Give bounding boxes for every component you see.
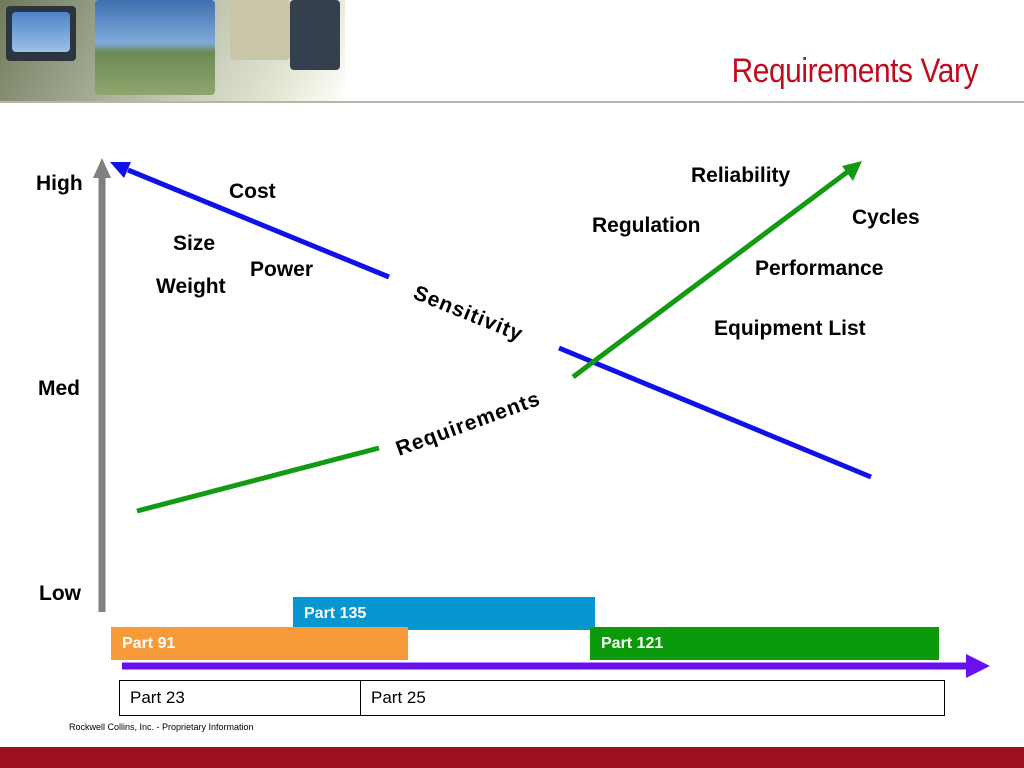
part-135-bar: Part 135 xyxy=(293,597,595,630)
factor-power: Power xyxy=(250,258,314,281)
part-121-bar: Part 121 xyxy=(590,627,939,660)
requirements-line-lower xyxy=(136,445,380,514)
sensitivity-label: Sensitivity xyxy=(410,281,526,346)
header-divider xyxy=(0,101,1024,103)
factor-cost: Cost xyxy=(229,180,276,203)
part-23-label: Part 23 xyxy=(130,688,185,707)
sensitivity-arrowhead xyxy=(110,162,131,178)
factor-size: Size xyxy=(173,232,216,255)
footer-bar xyxy=(0,747,1024,768)
part-25-cell: Part 25 xyxy=(361,681,944,715)
timeline-arrowhead xyxy=(966,654,990,678)
sensitivity-line-upper xyxy=(127,167,390,280)
part-91-label: Part 91 xyxy=(122,634,176,652)
factor-cycles: Cycles xyxy=(852,206,920,229)
axis-label-med: Med xyxy=(38,377,80,400)
part-91-bar: Part 91 xyxy=(111,627,408,660)
vertical-axis-arrowhead xyxy=(93,158,111,178)
aircraft-category-table: Part 23 Part 25 xyxy=(119,680,945,716)
part-25-label: Part 25 xyxy=(371,688,426,707)
requirements-arrowhead xyxy=(842,161,862,181)
factor-regulation: Regulation xyxy=(592,214,701,237)
part-23-cell: Part 23 xyxy=(120,681,361,715)
footer-copyright: Rockwell Collins, Inc. - Proprietary Inf… xyxy=(69,722,254,732)
factor-performance: Performance xyxy=(755,257,884,280)
factor-weight: Weight xyxy=(156,275,226,298)
axis-label-high: High xyxy=(36,172,83,195)
requirements-label: Requirements xyxy=(393,387,544,461)
slide-title: Requirements Vary xyxy=(731,52,979,90)
sensitivity-line-lower xyxy=(558,345,872,480)
requirements-line-upper xyxy=(571,167,852,380)
factor-equipment-list: Equipment List xyxy=(714,317,866,340)
header-cockpit-image xyxy=(0,0,345,103)
part-135-label: Part 135 xyxy=(304,604,367,622)
axis-label-low: Low xyxy=(39,582,81,605)
part-121-label: Part 121 xyxy=(601,634,664,652)
factor-reliability: Reliability xyxy=(691,164,791,187)
